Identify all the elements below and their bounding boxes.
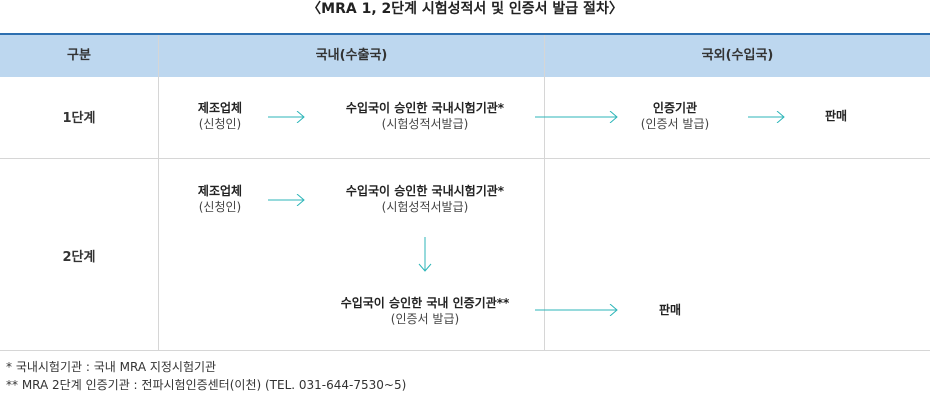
stage2-lab: 수입국이 승인한 국내시험기관* (시험성적서발급) [320, 183, 530, 215]
stage1-cert-sub: (인증서 발급) [640, 117, 710, 131]
arrow-right-icon [535, 304, 618, 316]
page-title: 〈MRA 1, 2단계 시험성적서 및 인증서 발급 절차〉 [307, 1, 623, 17]
stage1-maker: 제조업체 (신청인) [180, 100, 260, 132]
stage1-lab-title: 수입국이 승인한 국내시험기관* [345, 101, 505, 115]
table-top-border [0, 33, 930, 35]
stage2-sale-label: 판매 [658, 303, 682, 317]
stage2-maker-title: 제조업체 [197, 184, 243, 198]
header-foreign: 국외(수입국) [701, 48, 774, 63]
arrow-right-icon [268, 194, 305, 206]
arrow-right-icon [748, 111, 785, 123]
stage1-maker-title: 제조업체 [197, 101, 243, 115]
divider [544, 35, 545, 351]
arrow-right-icon [268, 111, 305, 123]
stage1-cert-title: 인증기관 [652, 101, 698, 115]
stage1-cert: 인증기관 (인증서 발급) [625, 100, 725, 132]
stage2-cert: 수입국이 승인한 국내 인증기관** (인증서 발급) [310, 295, 540, 327]
stage1-lab: 수입국이 승인한 국내시험기관* (시험성적서발급) [320, 100, 530, 132]
stage2-cert-sub: (인증서 발급) [390, 312, 460, 326]
stage2-sale: 판매 [640, 302, 700, 318]
table-bottom-border [0, 350, 930, 351]
stage1-sale: 판매 [806, 108, 866, 124]
stage1-maker-sub: (신청인) [198, 117, 242, 131]
stage1-label: 1단계 [62, 111, 96, 126]
stage2-lab-sub: (시험성적서발급) [381, 200, 469, 214]
procedure-table: 구분 국내(수출국) 국외(수입국) 1단계 제조업체 (신청인) 수입국이 승… [0, 33, 930, 351]
footnote-2: ** MRA 2단계 인증기관 : 전파시험인증센터(이천) (TEL. 031… [6, 378, 407, 392]
header-category: 구분 [67, 48, 91, 63]
stage2-cert-title: 수입국이 승인한 국내 인증기관** [340, 296, 510, 310]
row-divider [0, 158, 930, 159]
header-domestic: 국내(수출국) [315, 48, 388, 63]
arrow-right-icon [535, 111, 618, 123]
arrow-down-icon [418, 237, 432, 272]
table-header: 구분 국내(수출국) 국외(수입국) [0, 35, 930, 77]
stage2-label: 2단계 [62, 250, 96, 265]
stage1-sale-label: 판매 [824, 109, 848, 123]
stage2-lab-title: 수입국이 승인한 국내시험기관* [345, 184, 505, 198]
stage2-maker-sub: (신청인) [198, 200, 242, 214]
footnote-1: * 국내시험기관 : 국내 MRA 지정시험기관 [6, 360, 217, 374]
stage1-lab-sub: (시험성적서발급) [381, 117, 469, 131]
stage2-maker: 제조업체 (신청인) [180, 183, 260, 215]
divider [158, 35, 159, 351]
